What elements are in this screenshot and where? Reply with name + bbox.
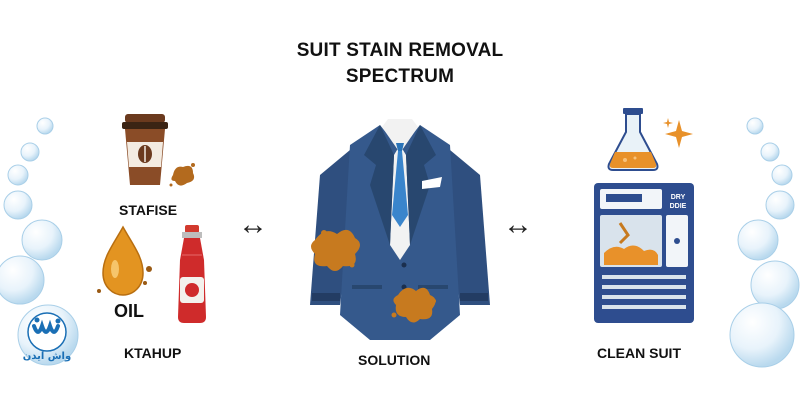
coffee-stain-icon [169, 163, 195, 187]
dry-cleaning-machine-icon: DRY DDIE [594, 183, 694, 323]
brand-logo-text: واش ایدن [22, 351, 72, 362]
left-double-arrow: ↔ [238, 208, 268, 241]
oil-drop-icon [97, 225, 152, 296]
title-line-2: SPECTRUM [345, 66, 455, 87]
machine-text-line-1: DRY [671, 194, 686, 201]
suit-jacket-icon [310, 119, 490, 340]
oil-label: OIL [114, 301, 144, 321]
clean-suit-label: CLEAN SUIT [597, 345, 681, 361]
brand-logo-icon [27, 312, 67, 352]
right-bubbles [729, 117, 800, 368]
machine-text-line-2: DDIE [670, 203, 687, 210]
right-double-arrow: ↔ [503, 208, 533, 241]
coffee-cup-icon [122, 114, 168, 185]
title-line-1: SUIT STAIN REMOVAL [296, 40, 504, 61]
sparkle-icon [663, 118, 693, 148]
diagram-title: SUIT STAIN REMOVAL SPECTRUM [250, 38, 550, 90]
solution-label: SOLUTION [358, 352, 431, 368]
coffee-label: STAFISE [119, 202, 178, 218]
flask-icon [607, 108, 659, 171]
ketchup-label: KTAHUP [124, 345, 182, 361]
ketchup-bottle-icon [178, 225, 206, 323]
